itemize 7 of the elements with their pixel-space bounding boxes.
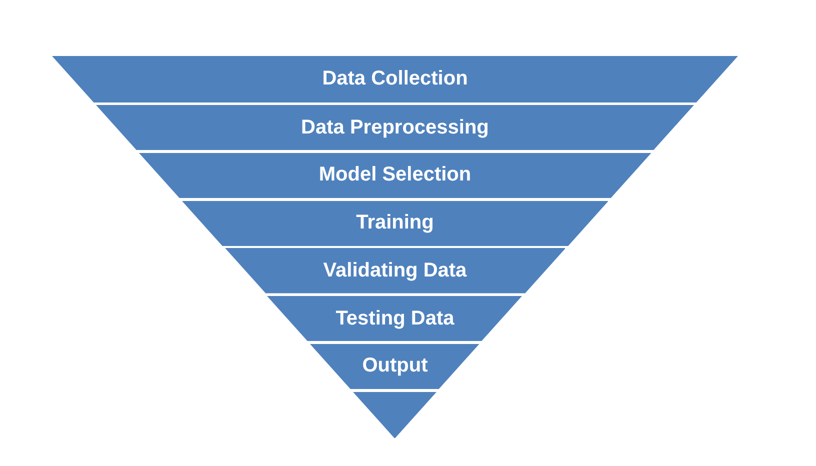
stage-label: Validating Data [323, 259, 467, 282]
stage-label: Output [362, 354, 428, 378]
stage-label: Data Preprocessing [301, 116, 489, 140]
stage-label: Data Collection [322, 68, 468, 91]
stage-label: Model Selection [318, 164, 472, 187]
stage-label: Testing Data [336, 307, 454, 330]
stage-label: Training [356, 212, 434, 235]
